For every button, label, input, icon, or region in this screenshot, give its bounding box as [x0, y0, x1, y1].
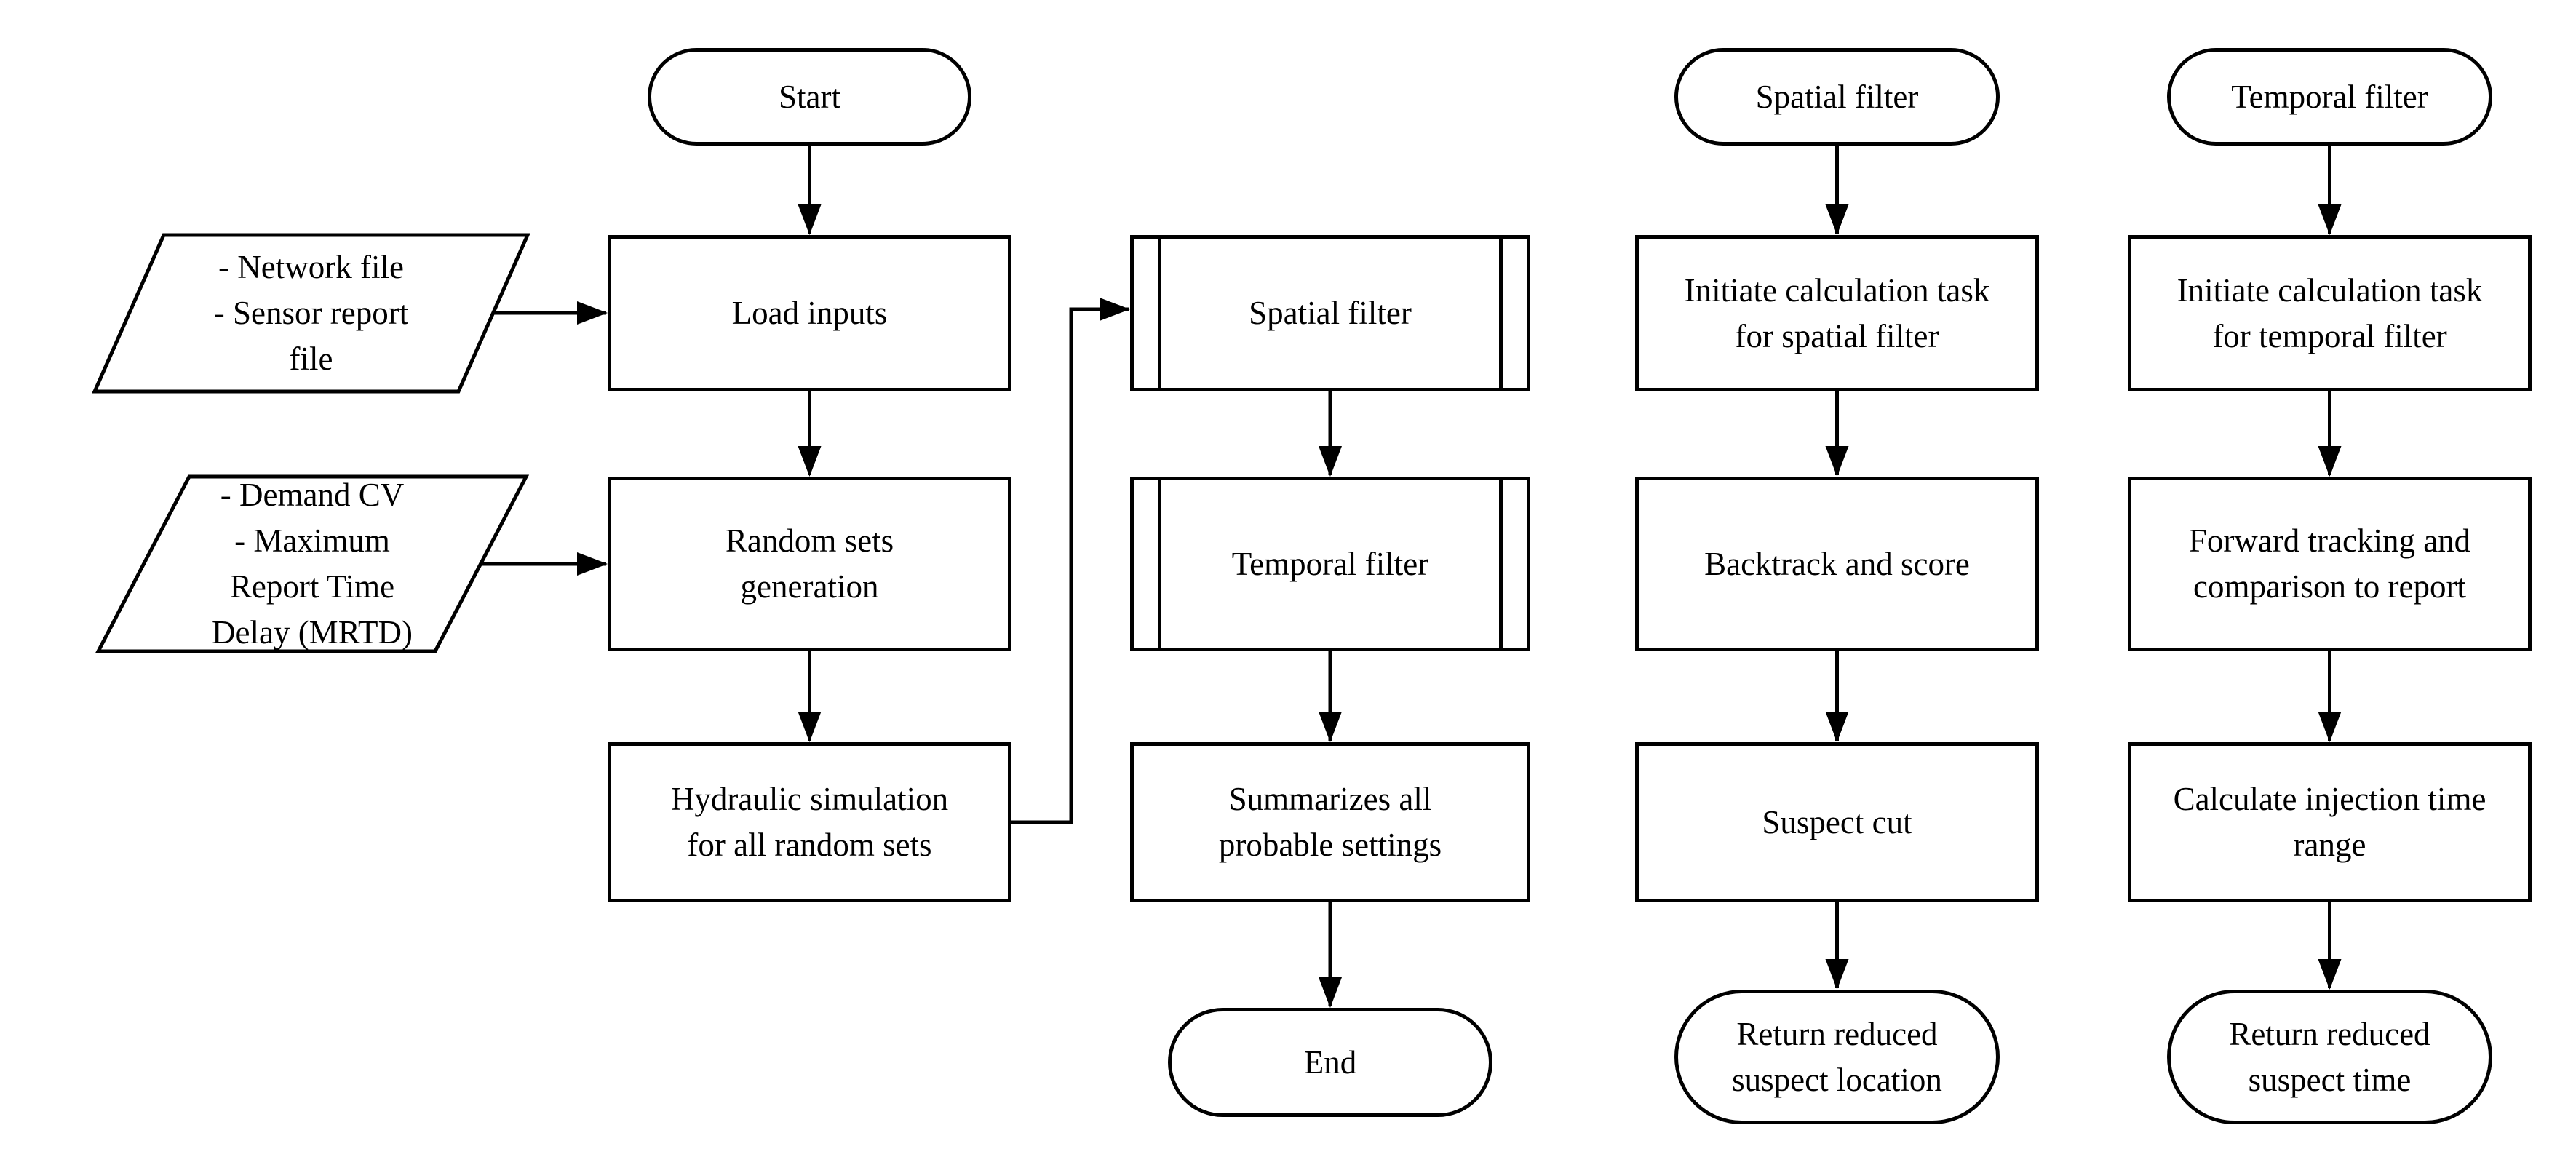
process-calculate-injection-time: Calculate injection time range [2128, 742, 2532, 902]
terminator-return-suspect-location-label: Return reduced suspect location [1732, 1015, 1942, 1098]
subroutine-spatial-filter: Spatial filter [1130, 235, 1530, 391]
process-random-sets-generation-label: Random sets generation [725, 522, 894, 605]
process-load-inputs: Load inputs [608, 235, 1011, 391]
process-initiate-spatial-task-label: Initiate calculation task for spatial fi… [1684, 271, 1990, 354]
terminator-temporal-filter: Temporal filter [2167, 48, 2492, 146]
parallelogram-network-file-shape [92, 233, 530, 394]
process-suspect-cut: Suspect cut [1635, 742, 2039, 902]
subroutine-right-bar-icon [1499, 239, 1503, 388]
process-summarize-settings-label: Summarizes all probable settings [1218, 781, 1442, 863]
terminator-return-suspect-time-label: Return reduced suspect time [2229, 1015, 2430, 1098]
subroutine-temporal-filter: Temporal filter [1130, 477, 1530, 651]
terminator-start: Start [648, 48, 971, 146]
terminator-spatial-filter-label: Spatial filter [1755, 78, 1919, 115]
process-calculate-injection-time-label: Calculate injection time range [2173, 781, 2486, 863]
subroutine-right-bar-icon [1499, 480, 1503, 648]
process-hydraulic-simulation-label: Hydraulic simulation for all random sets [670, 781, 949, 863]
process-forward-tracking: Forward tracking and comparison to repor… [2128, 477, 2532, 651]
process-initiate-temporal-task: Initiate calculation task for temporal f… [2128, 235, 2532, 391]
terminator-start-label: Start [779, 78, 840, 115]
terminator-spatial-filter: Spatial filter [1674, 48, 2000, 146]
arrow-hydraulic-to-spatial-filter-elbow [1011, 298, 1130, 824]
subroutine-left-bar-icon [1158, 480, 1161, 648]
process-random-sets-generation: Random sets generation [608, 477, 1011, 651]
process-summarize-settings: Summarizes all probable settings [1130, 742, 1530, 902]
parallelogram-demand-cv-shape [95, 474, 530, 653]
input-network-file-label: - Network file - Sensor report file [213, 249, 409, 377]
terminator-return-suspect-location: Return reduced suspect location [1674, 990, 2000, 1124]
terminator-temporal-filter-label: Temporal filter [2231, 78, 2428, 115]
input-demand-cv-label: - Demand CV - Maximum Report Time Delay … [212, 477, 413, 651]
input-demand-cv: - Demand CV - Maximum Report Time Delay … [109, 477, 515, 651]
terminator-end: End [1168, 1008, 1492, 1117]
process-initiate-spatial-task: Initiate calculation task for spatial fi… [1635, 235, 2039, 391]
terminator-end-label: End [1303, 1043, 1357, 1081]
subroutine-temporal-filter-label: Temporal filter [1231, 545, 1429, 582]
process-suspect-cut-label: Suspect cut [1762, 803, 1912, 840]
subroutine-spatial-filter-label: Spatial filter [1249, 295, 1412, 331]
subroutine-left-bar-icon [1158, 239, 1161, 388]
process-initiate-temporal-task-label: Initiate calculation task for temporal f… [2177, 271, 2483, 354]
process-backtrack-and-score: Backtrack and score [1635, 477, 2039, 651]
terminator-return-suspect-time: Return reduced suspect time [2167, 990, 2492, 1124]
process-backtrack-and-score-label: Backtrack and score [1704, 545, 1970, 582]
process-hydraulic-simulation: Hydraulic simulation for all random sets [608, 742, 1011, 902]
process-forward-tracking-label: Forward tracking and comparison to repor… [2188, 522, 2471, 605]
input-network-file: - Network file - Sensor report file [124, 235, 498, 391]
process-load-inputs-label: Load inputs [731, 295, 888, 331]
